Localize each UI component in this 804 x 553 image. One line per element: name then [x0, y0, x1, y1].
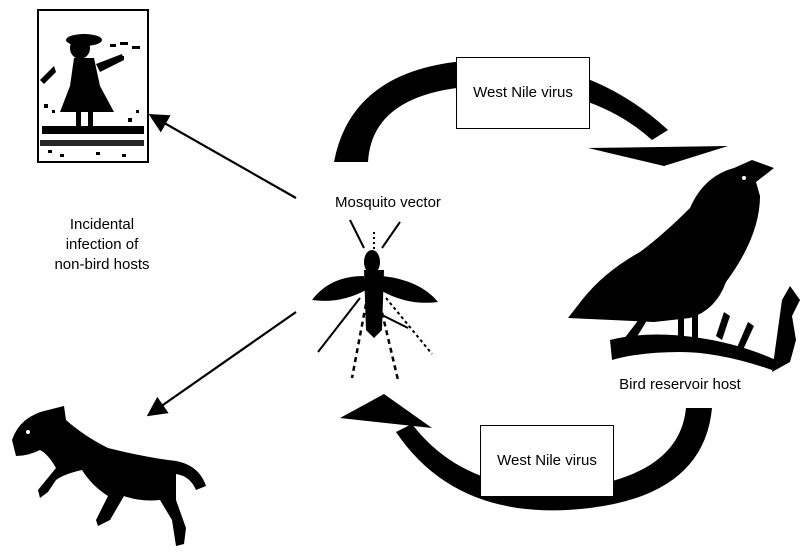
bird-reservoir-label: Bird reservoir host [600, 375, 760, 395]
incidental-infection-label: Incidental infection of non-bird hosts [52, 215, 152, 275]
mosquito-icon [312, 220, 438, 380]
bird-icon [568, 160, 800, 372]
box-top-label: West Nile virus [473, 83, 573, 103]
box-bottom-label: West Nile virus [497, 451, 597, 471]
mosquito-vector-label: Mosquito vector [318, 193, 458, 213]
horse-icon [12, 406, 206, 546]
box-bottom-virus: West Nile virus [480, 425, 614, 497]
arrow-to-human [152, 116, 296, 198]
person-silhouette-icon [38, 10, 148, 162]
arrow-to-horse [150, 312, 296, 414]
box-top-virus: West Nile virus [456, 57, 590, 129]
